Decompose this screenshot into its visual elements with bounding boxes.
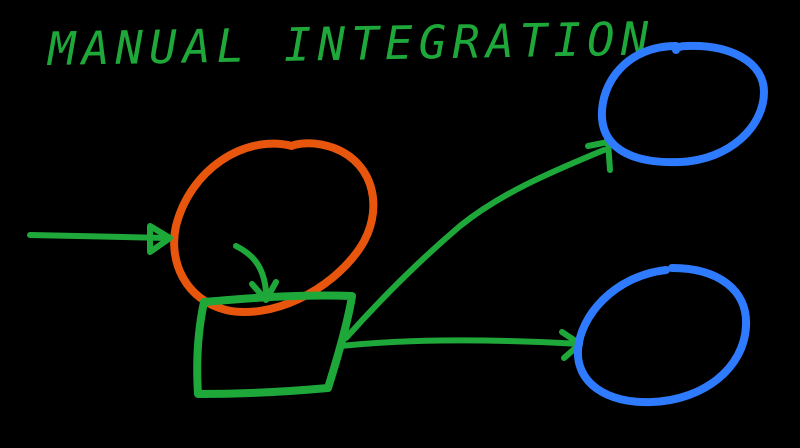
orange-circle: [170, 139, 378, 316]
top-blue-circle: [597, 41, 768, 167]
green-box: [193, 291, 356, 398]
curved-arrow-line: [233, 243, 269, 295]
bottom-blue-circle: [573, 264, 751, 407]
arrow-to-top-target-line: [343, 147, 607, 341]
incoming-arrow-head: [147, 223, 173, 255]
arrow-to-bottom-target-line: [337, 337, 583, 349]
